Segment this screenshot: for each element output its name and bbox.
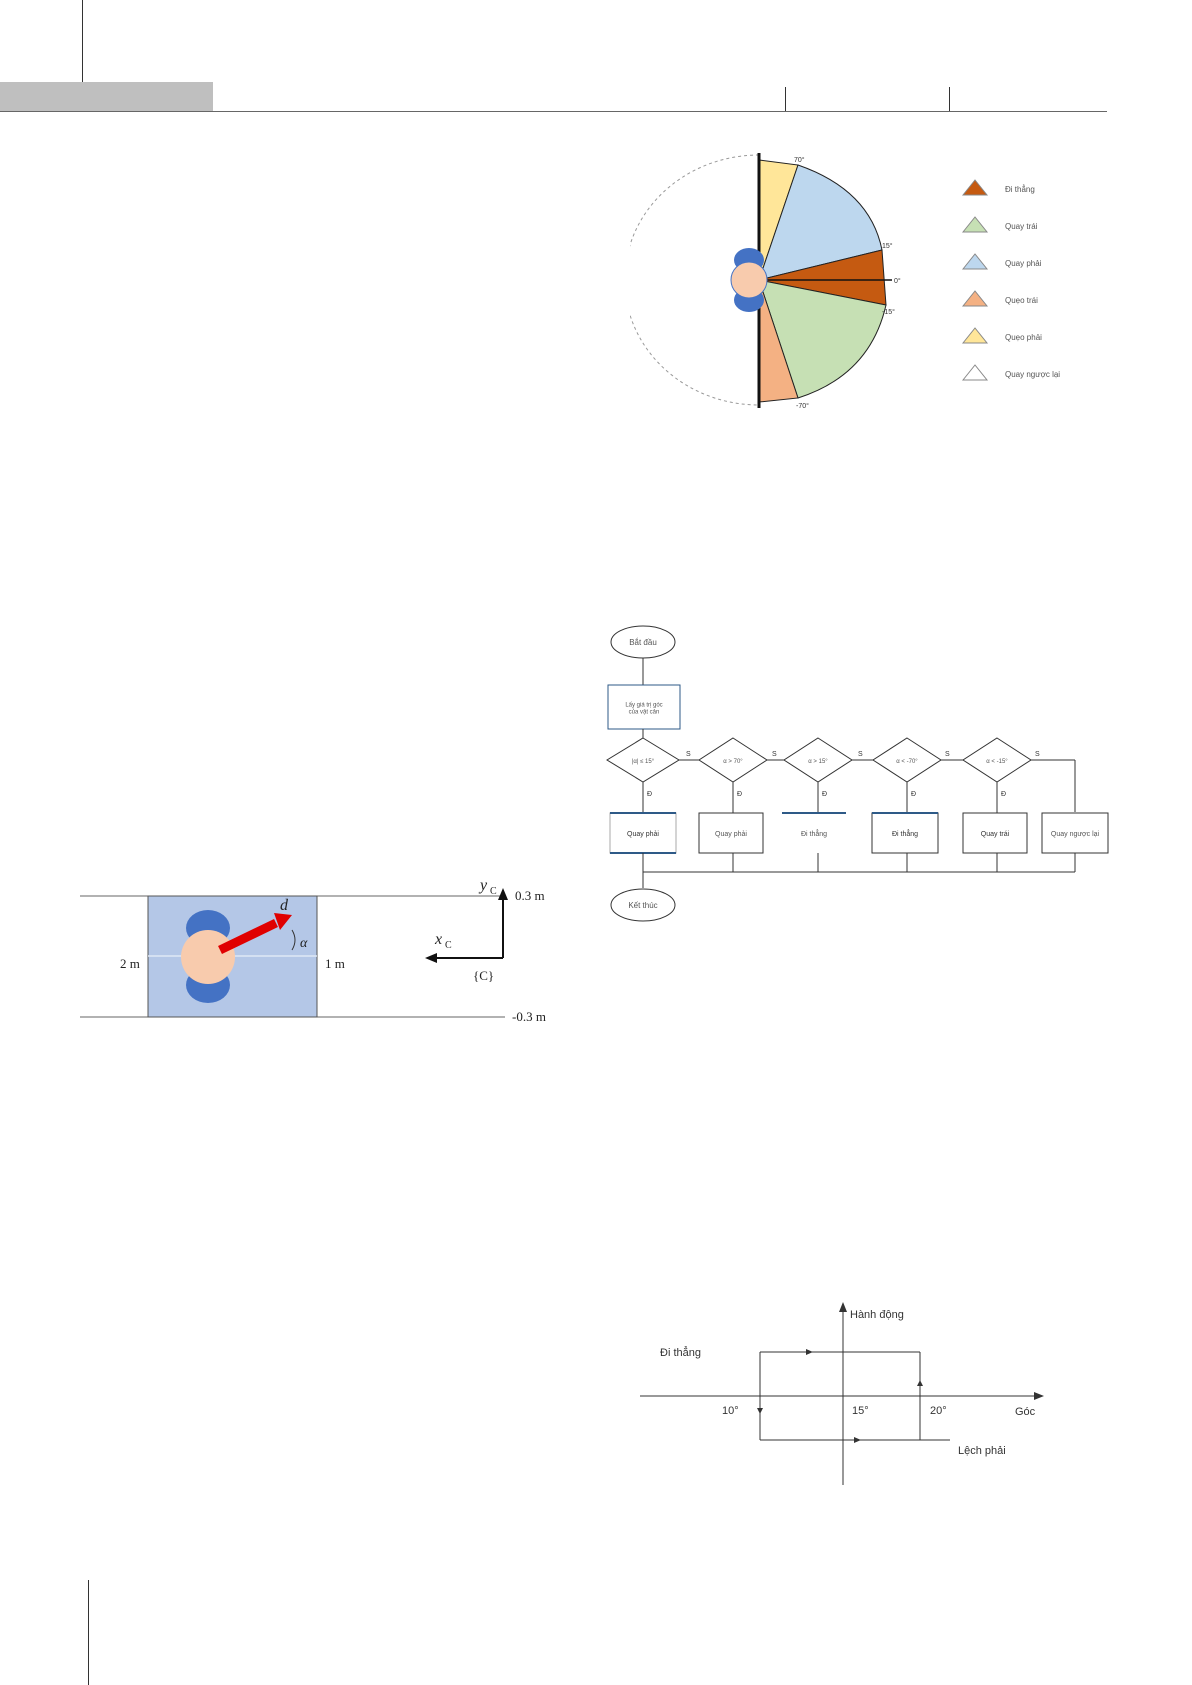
flow-action-2: Đi thẳng <box>801 829 827 838</box>
angle-label: α <box>300 936 308 951</box>
flow-action-5: Quay ngược lại <box>1051 831 1100 838</box>
y-axis-label: Hành động <box>850 1309 904 1321</box>
axis-x-label: x <box>434 931 442 948</box>
corridor-figure: d α 2 m 1 m 0.3 m -0.3 m y C x C {C} <box>80 877 546 1024</box>
legend-label-5: Quay ngược lại <box>1005 370 1060 379</box>
tick-label-15: 15° <box>852 1405 869 1417</box>
angle-label-15: 15° <box>882 242 893 250</box>
legend-label-0: Đi thẳng <box>1005 185 1035 194</box>
frame-label: {C} <box>473 968 494 983</box>
flow-decision-1: α > 70° <box>723 759 743 765</box>
header-gray-tab <box>0 82 213 111</box>
flow-branch-no-1: S <box>772 751 777 758</box>
flow-branch-no-4: S <box>1035 751 1040 758</box>
flow-decision-4: α < -15° <box>986 759 1008 765</box>
legend-label-1: Quay trái <box>1005 222 1038 231</box>
sector-legend: Đi thẳng Quay trái Quay phải Quẹo trái Q… <box>961 179 1060 381</box>
header-rule <box>0 111 1107 112</box>
angle-label-70: 70° <box>794 156 805 164</box>
width-inner-label: 1 m <box>325 956 345 971</box>
upper-state-label: Đi thẳng <box>660 1346 701 1359</box>
flow-decision-3: α < -70° <box>896 759 918 765</box>
axis-x-sub: C <box>445 940 452 951</box>
flow-action-4: Quay trái <box>981 831 1010 838</box>
angle-label-0: 0° <box>894 277 901 285</box>
flow-start: Bắt đầu <box>629 638 657 647</box>
top-offset-label: 0.3 m <box>515 888 545 903</box>
legend-label-4: Quẹo phải <box>1005 333 1042 342</box>
hysteresis-chart: Hành động Góc Đi thẳng Lệch phải 10° 15°… <box>640 1302 1044 1485</box>
flow-branch-no-2: S <box>858 751 863 758</box>
header-divider-1 <box>785 87 786 111</box>
axis-y-sub: C <box>490 886 497 897</box>
angle-label-neg70: -70° <box>796 402 809 410</box>
flow-branch-yes-1: Đ <box>737 791 742 798</box>
sector-rotate-right <box>758 164 883 281</box>
header-left-rule <box>82 0 83 82</box>
angle-label-neg15: -15° <box>882 308 895 316</box>
flow-end: Kết thúc <box>628 901 657 910</box>
flow-decision-2: α > 15° <box>808 759 828 765</box>
lower-state-label: Lệch phải <box>958 1445 1006 1457</box>
sector-rotate-left <box>758 279 887 399</box>
flow-action-0: Quay phải <box>627 831 659 838</box>
legend-label-2: Quay phải <box>1005 259 1042 268</box>
flow-branch-yes-2: Đ <box>822 791 827 798</box>
footer-left-rule <box>88 1580 89 1685</box>
axis-y-label: y <box>478 877 488 894</box>
flow-branch-yes-3: Đ <box>911 791 916 798</box>
flow-branch-yes-0: Đ <box>647 791 652 798</box>
x-axis-label: Góc <box>1015 1406 1036 1418</box>
flow-action-3: Đi thẳng <box>892 829 918 838</box>
flow-branch-no-0: S <box>686 751 691 758</box>
vector-label: d <box>280 897 289 914</box>
flow-action-1: Quay phải <box>715 831 747 838</box>
flow-branch-yes-4: Đ <box>1001 791 1006 798</box>
legend-label-3: Quẹo trái <box>1005 296 1038 305</box>
header-divider-2 <box>949 87 950 111</box>
width-left-label: 2 m <box>120 956 140 971</box>
flow-decision-0: |α| ≤ 15° <box>632 759 655 765</box>
flow-branch-no-3: S <box>945 751 950 758</box>
tick-label-10: 10° <box>722 1405 739 1417</box>
tick-label-20: 20° <box>930 1405 947 1417</box>
bottom-offset-label: -0.3 m <box>512 1009 546 1024</box>
sector-figure: 70° 15° 0° -15° -70° Đi thẳng Quay trái … <box>630 153 1060 410</box>
